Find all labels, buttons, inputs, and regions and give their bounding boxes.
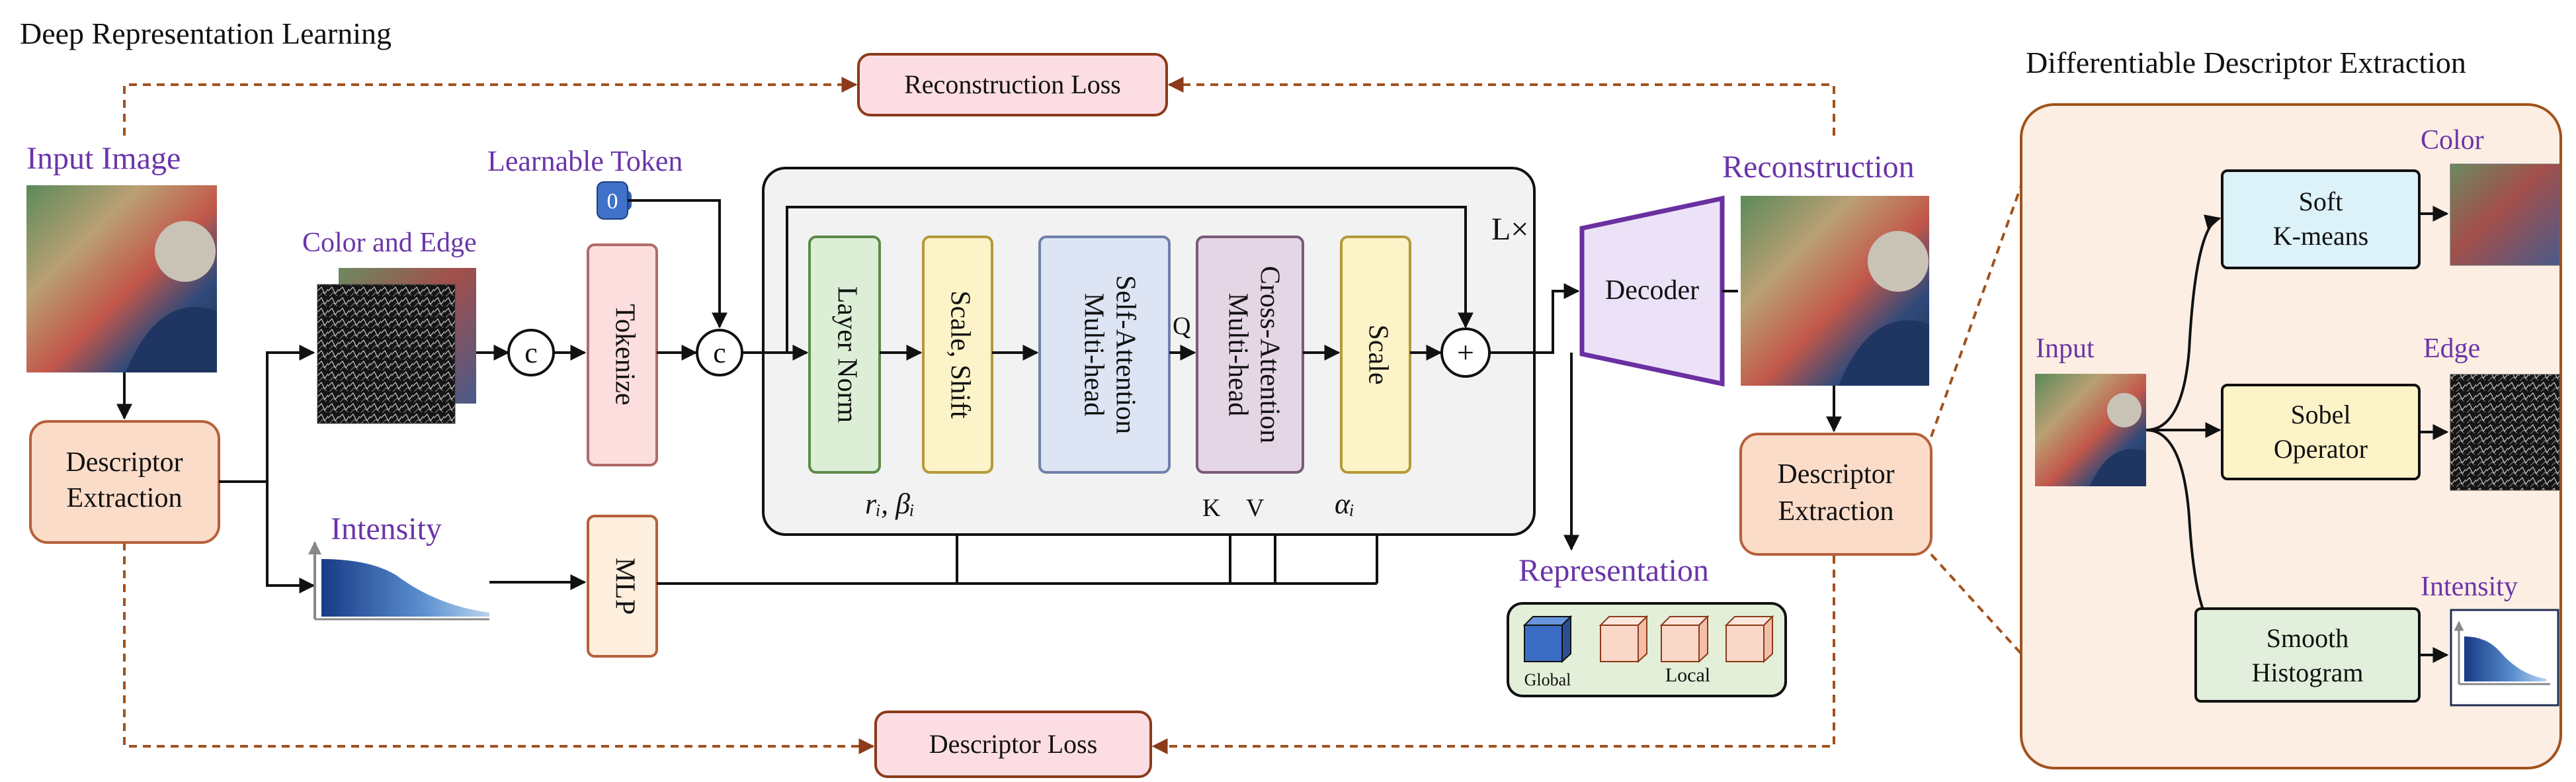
v-label: V: [1246, 494, 1265, 522]
scale-label: Scale: [1362, 325, 1393, 385]
sobel-box: Sobel Operator: [2221, 384, 2421, 480]
arrow-token-to-concat: [628, 199, 727, 329]
reconstruction-loss-lines: [123, 77, 1835, 136]
extraction-left-line1: Descriptor: [65, 447, 183, 478]
input-image-label: Input Image: [26, 141, 181, 176]
mlp-box: MLP: [587, 515, 658, 658]
cross-attention-box: Multi-head Cross-Attention: [1196, 236, 1304, 474]
representation-label: Representation: [1518, 553, 1709, 588]
descriptor-panel: Input Soft K-means Sobel Operator Smooth…: [2020, 103, 2562, 769]
intensity-output-label: Intensity: [2421, 572, 2518, 602]
descriptor-extraction-right: Descriptor Extraction: [1739, 433, 1932, 556]
local-cube-1: [1599, 615, 1649, 664]
k-label: K: [1202, 494, 1221, 522]
extraction-right-line2: Extraction: [1778, 496, 1894, 527]
layer-norm-label: Layer Norm: [831, 286, 862, 423]
intensity-histogram-left: [308, 541, 489, 621]
smooth-histogram-line1: Smooth: [2266, 623, 2348, 653]
descriptor-loss-label: Descriptor Loss: [929, 729, 1097, 759]
color-and-edge-image: [317, 268, 476, 424]
descriptor-loss-box: Descriptor Loss: [874, 711, 1152, 778]
self-attention-box: Multi-head Self-Attention: [1038, 236, 1171, 474]
reconstruction-image: [1741, 196, 1929, 386]
color-and-edge-label: Color and Edge: [302, 228, 477, 258]
plus-symbol: +: [1457, 335, 1474, 369]
reconstruction-label: Reconstruction: [1722, 150, 1915, 185]
reconstruction-loss-box: Reconstruction Loss: [857, 53, 1168, 116]
color-output-label: Color: [2421, 125, 2484, 155]
extraction-branch-arrows: [219, 345, 315, 593]
concat-1-symbol: c: [524, 337, 538, 369]
tokenize-label: Tokenize: [609, 304, 640, 405]
input-image: [26, 185, 217, 372]
representation-box: Global Local: [1507, 602, 1787, 697]
layer-norm-box: Layer Norm: [808, 236, 881, 474]
concat-2-symbol: c: [713, 337, 726, 369]
global-label: Global: [1524, 670, 1571, 689]
soft-kmeans-line2: K-means: [2273, 221, 2368, 251]
repeat-label: L×: [1491, 212, 1528, 247]
soft-kmeans-line1: Soft: [2299, 187, 2343, 216]
r-beta-label: rᵢ, βᵢ: [865, 488, 915, 520]
local-label: Local: [1665, 664, 1710, 686]
learnable-token: 0: [597, 181, 632, 220]
side-title: Differentiable Descriptor Extraction: [2026, 46, 2466, 79]
q-label: Q: [1173, 312, 1190, 340]
extraction-right-line1: Descriptor: [1777, 459, 1894, 490]
cross-attention-line2: Cross-Attention: [1254, 266, 1284, 443]
decoder-label: Decoder: [1605, 275, 1699, 306]
concat-node-1: c: [507, 329, 555, 376]
self-attention-line2: Self-Attention: [1110, 275, 1140, 434]
edge-output-label: Edge: [2423, 333, 2480, 364]
descriptor-extraction-left: Descriptor Extraction: [29, 420, 220, 544]
local-cube-2: [1659, 615, 1710, 664]
reconstruction-loss-label: Reconstruction Loss: [904, 69, 1121, 99]
soft-kmeans-box: Soft K-means: [2221, 169, 2421, 269]
concat-node-2: c: [696, 329, 743, 376]
decoder-box: Decoder: [1579, 195, 1725, 387]
alpha-label: αᵢ: [1335, 488, 1354, 520]
intensity-left-label: Intensity: [331, 511, 442, 546]
sobel-line2: Operator: [2274, 434, 2368, 464]
global-cube: [1522, 615, 1573, 664]
descriptor-loss-lines: [123, 543, 1835, 754]
scale-shift-box: Scale, Shift: [922, 236, 993, 474]
panel-output-arrows: [2419, 206, 2449, 663]
mlp-label: MLP: [609, 558, 640, 615]
main-title: Deep Representation Learning: [20, 17, 392, 50]
plus-node: +: [1440, 327, 1491, 378]
smooth-histogram-box: Smooth Histogram: [2194, 607, 2421, 703]
intensity-output-histogram: [2450, 609, 2559, 707]
extraction-left-line2: Extraction: [67, 483, 183, 513]
scale-shift-label: Scale, Shift: [944, 290, 975, 419]
edge-output-image: [2450, 374, 2560, 491]
learnable-token-label: Learnable Token: [487, 145, 683, 177]
local-cube-3: [1724, 615, 1774, 664]
color-output-image: [2450, 163, 2560, 266]
cross-attention-line1: Multi-head: [1222, 293, 1253, 417]
panel-input-label: Input: [2036, 333, 2095, 364]
output-arrows: [1489, 283, 1580, 551]
sobel-line1: Sobel: [2290, 400, 2350, 429]
token-glyph: 0: [607, 189, 618, 214]
scale-box: Scale: [1340, 236, 1411, 474]
tokenize-box: Tokenize: [587, 243, 658, 466]
panel-input-image: [2035, 374, 2146, 486]
smooth-histogram-line2: Histogram: [2252, 658, 2364, 687]
self-attention-line1: Multi-head: [1078, 293, 1108, 417]
